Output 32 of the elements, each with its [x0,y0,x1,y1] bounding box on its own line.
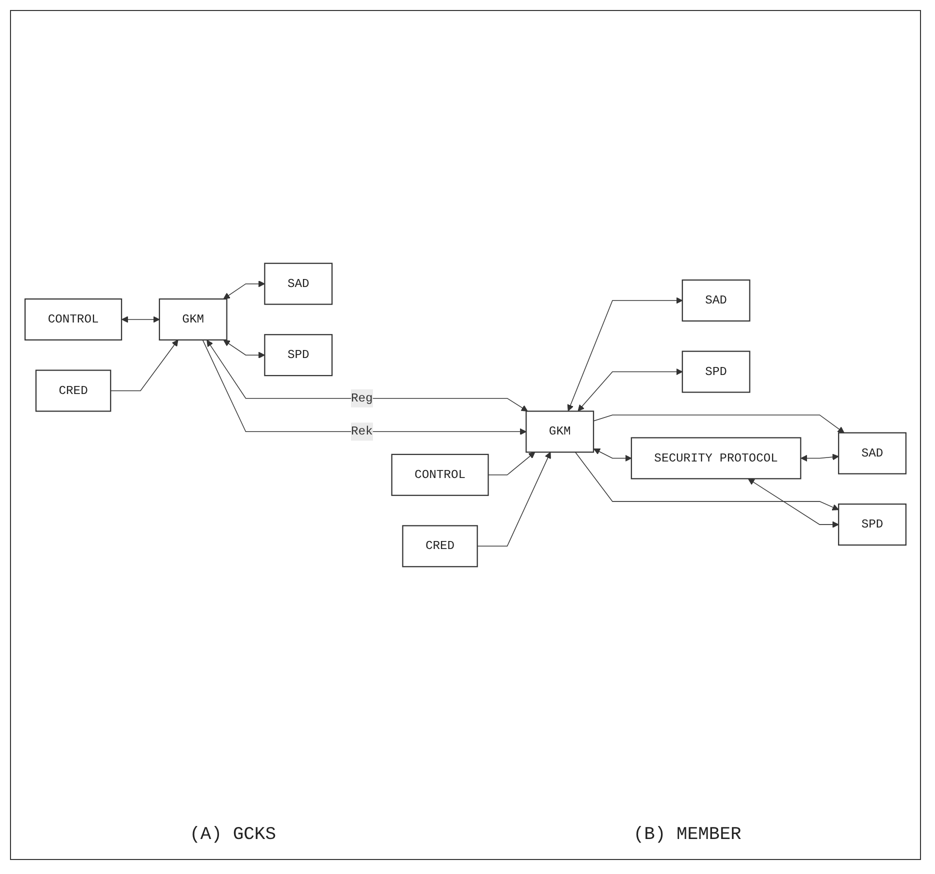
caption-label: (A) GCKS [190,825,276,845]
arrow [800,454,839,462]
node-box: SPD [838,504,906,546]
arrow [202,340,526,436]
arrow [223,280,265,300]
arrow [578,368,683,412]
arrow [593,414,844,434]
node-box: SAD [682,279,750,322]
caption-label: (B) MEMBER [633,825,742,845]
node-box: CONTROL [391,454,489,496]
arrow [593,448,632,462]
arrow [488,452,536,476]
arrow [122,316,160,323]
node-box: CRED [35,370,112,412]
node-box: SPD [682,350,750,393]
node-box: CONTROL [24,298,122,340]
arrow [206,340,528,412]
arrow [567,297,683,412]
arrow [748,478,839,528]
arrow [110,340,178,392]
node-box: CRED [402,525,478,568]
node-box: GKM [526,410,594,453]
node-box: GKM [158,298,228,340]
node-box: SAD [838,432,906,474]
node-box: SPD [264,334,333,376]
edge-label: Reg [350,391,373,406]
node-box: SAD [264,262,333,305]
arrow [223,340,265,358]
edge-label: Rek [350,424,373,439]
node-box: SECURITY PROTOCOL [630,437,802,480]
arrow [574,452,839,510]
arrow [476,452,551,547]
